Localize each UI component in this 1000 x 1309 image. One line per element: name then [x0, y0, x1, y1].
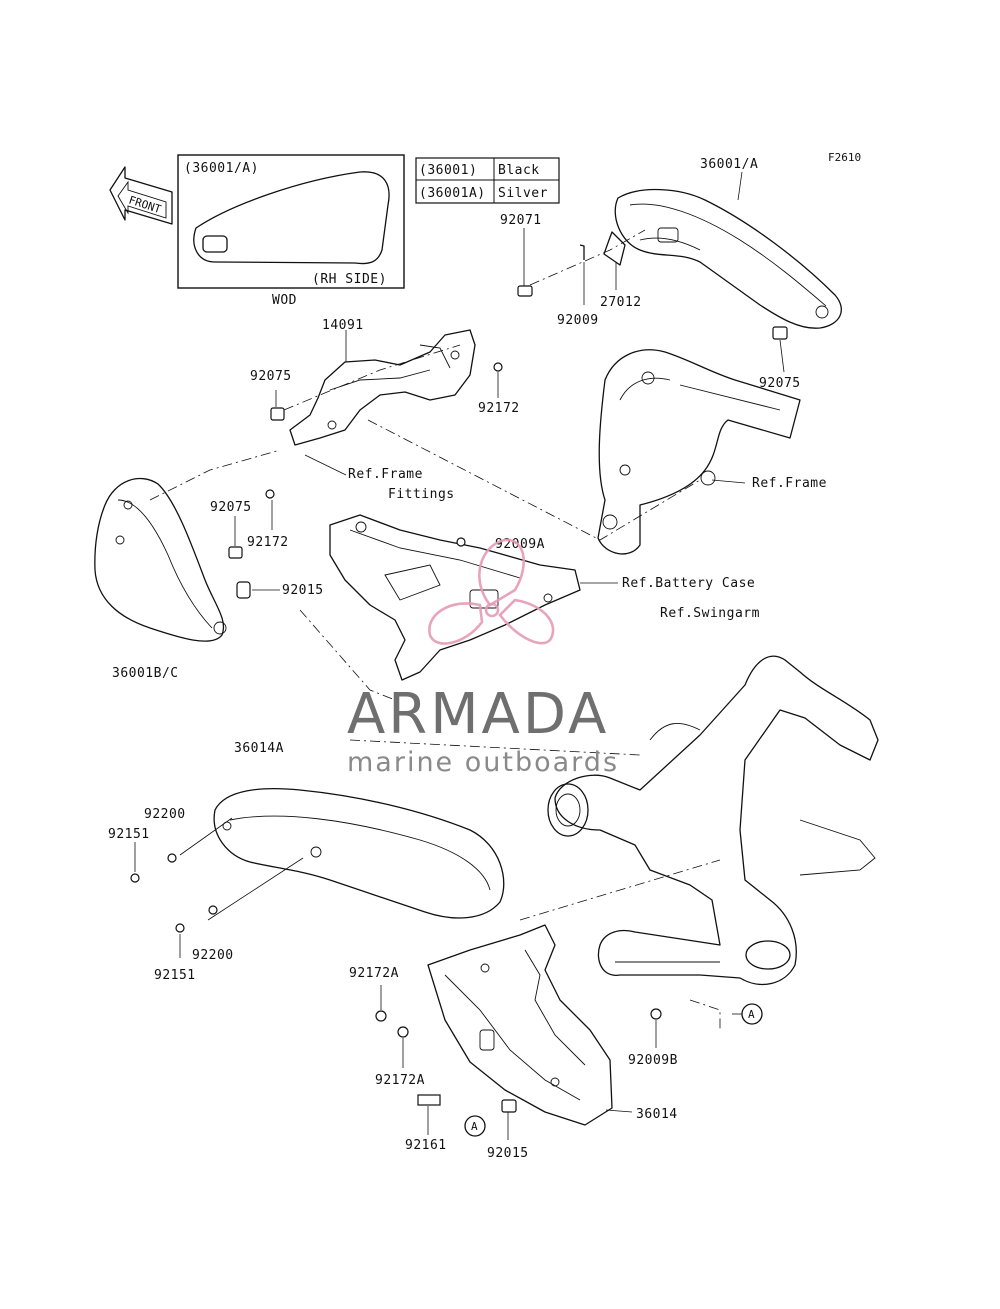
- label-ref-frame-fittings-2: Fittings: [388, 487, 455, 502]
- washer-92200-bottom: [208, 905, 218, 915]
- front-arrow-icon: FRONT: [109, 166, 173, 225]
- label-36001A-top: 36001/A: [700, 157, 758, 172]
- inset-caption: WOD: [272, 293, 297, 308]
- label-ref-swingarm: Ref.Swingarm: [660, 606, 760, 621]
- label-92015-bottom: 92015: [487, 1146, 529, 1161]
- label-14091: 14091: [322, 318, 364, 333]
- label-92009: 92009: [557, 313, 599, 328]
- bracket-27012: [603, 231, 626, 266]
- label-92009B: 92009B: [628, 1053, 678, 1068]
- bolt-92172A-bottom: [397, 1026, 409, 1038]
- label-92151-bottom: 92151: [154, 968, 196, 983]
- bolt-92172-top: [493, 362, 503, 372]
- collar-92015-mid: [236, 581, 251, 599]
- leader-lines: [134, 171, 785, 1140]
- label-36014: 36014: [636, 1107, 678, 1122]
- callout-a-bottom: [464, 1115, 486, 1137]
- bolt-92151-bottom: [175, 923, 185, 933]
- color-table-part-1: (36001): [419, 163, 477, 178]
- color-table-part-2: (36001A): [419, 186, 486, 201]
- propeller-logo-icon: [428, 538, 555, 645]
- bolt-92009: [579, 244, 585, 260]
- label-ref-frame: Ref.Frame: [752, 476, 827, 491]
- color-table: (36001) Black (36001A) Silver: [415, 157, 560, 204]
- inset-box: (36001/A) (RH SIDE): [177, 154, 405, 289]
- color-table-color-2: Silver: [498, 186, 548, 201]
- label-27012: 27012: [600, 295, 642, 310]
- grommet-92075-right: [772, 326, 788, 340]
- watermark: ARMADA marine outboards: [347, 538, 619, 778]
- bolt-92172A-top: [375, 1010, 387, 1022]
- swingarm: [547, 655, 879, 986]
- label-92200-bottom: 92200: [192, 948, 234, 963]
- grommet-92075-left: [270, 407, 285, 421]
- inset-side-cover-outline: [193, 171, 390, 265]
- figure-code: F2610: [828, 151, 861, 164]
- side-cover-36001A: [614, 188, 842, 329]
- label-92075-left: 92075: [250, 369, 292, 384]
- chain-guard-36014A: [213, 787, 505, 919]
- label-92075-right: 92075: [759, 376, 801, 391]
- lower-cover-36014: [427, 924, 613, 1126]
- bolt-92151-top: [130, 873, 140, 883]
- grommet-92071: [517, 285, 533, 297]
- label-92172-top: 92172: [478, 401, 520, 416]
- label-92071: 92071: [500, 213, 542, 228]
- battery-case-assembly: [329, 514, 581, 681]
- bolt-92172-mid: [265, 489, 275, 499]
- label-92015-mid: 92015: [282, 583, 324, 598]
- inset-part-ref: (36001/A): [184, 161, 259, 176]
- label-36014A: 36014A: [234, 741, 284, 756]
- color-table-color-1: Black: [498, 163, 540, 178]
- label-plate-92161: [417, 1094, 441, 1106]
- label-92075-mid: 92075: [210, 500, 252, 515]
- label-36001BC: 36001B/C: [112, 666, 179, 681]
- callout-a-bottom-label: A: [471, 1120, 478, 1133]
- bracket-14091: [289, 329, 476, 446]
- label-92009A: 92009A: [495, 537, 545, 552]
- label-ref-frame-fittings-1: Ref.Frame: [348, 467, 423, 482]
- bolt-92009A: [456, 537, 466, 547]
- side-cover-36001BC: [94, 477, 227, 642]
- inset-grommet: [202, 235, 228, 253]
- label-92151-top: 92151: [108, 827, 150, 842]
- label-92161: 92161: [405, 1138, 447, 1153]
- washer-92200-top: [167, 853, 177, 863]
- label-ref-battery-case: Ref.Battery Case: [622, 576, 755, 591]
- callout-a-right-label: A: [748, 1008, 755, 1021]
- watermark-subtitle: marine outboards: [347, 747, 619, 778]
- grommet-92075-mid: [228, 546, 243, 559]
- watermark-title: ARMADA: [347, 682, 609, 747]
- label-92172A-top: 92172A: [349, 966, 399, 981]
- inset-side-label: (RH SIDE): [312, 272, 387, 287]
- bolt-92009B: [650, 1008, 662, 1020]
- label-92172-mid: 92172: [247, 535, 289, 550]
- label-92172A-bottom: 92172A: [375, 1073, 425, 1088]
- collar-92015-bottom: [501, 1099, 517, 1113]
- frame-upper: [597, 349, 801, 555]
- label-92200-top: 92200: [144, 807, 186, 822]
